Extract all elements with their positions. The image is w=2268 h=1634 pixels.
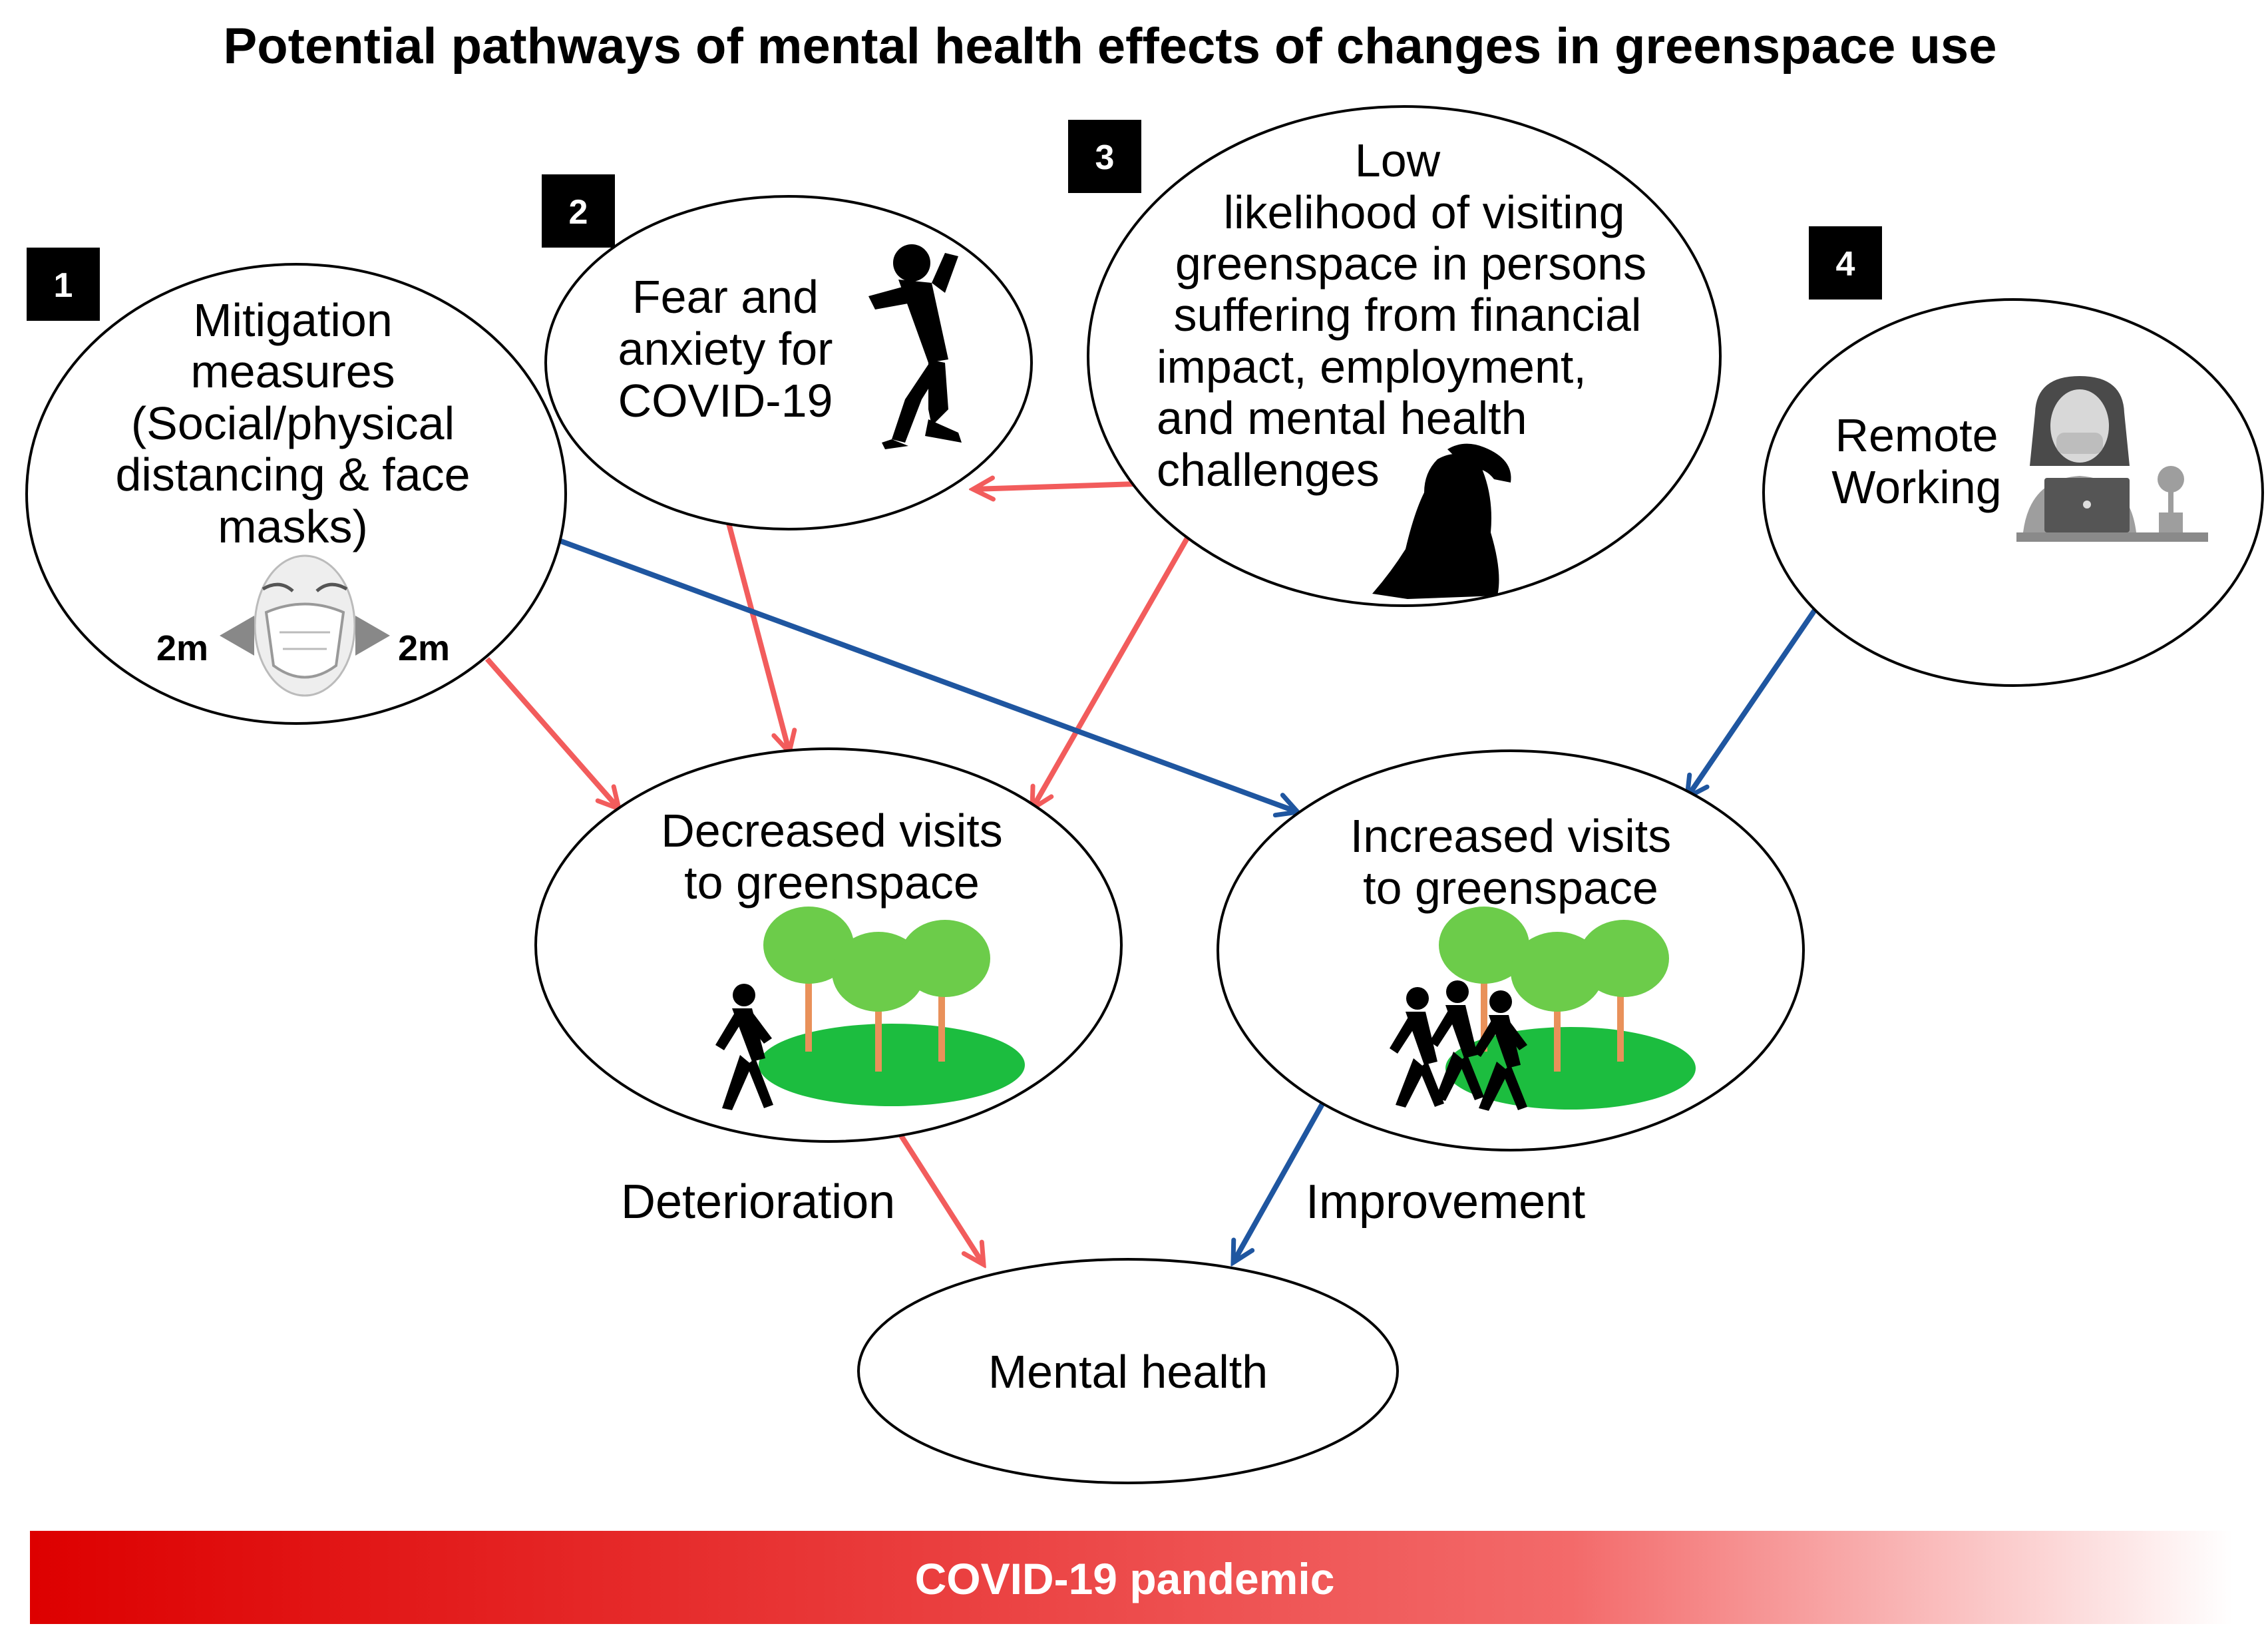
node-increased-line-1: Increased visits xyxy=(1350,810,1671,862)
badge-2 xyxy=(542,174,615,248)
arrow-mitigation-to-decreased xyxy=(484,657,619,809)
node-low-likelihood-line-3: greenspace in persons xyxy=(1175,238,1646,290)
arrow-increased-to-mental xyxy=(1233,1096,1329,1263)
node-remote-line-1: Remote xyxy=(1835,409,1998,461)
edges xyxy=(484,484,1834,1265)
pandemic-banner-bar xyxy=(30,1531,2233,1624)
node-low-likelihood-line-5: impact, employment, xyxy=(1157,341,1587,393)
node-low-likelihood-line-7: challenges xyxy=(1157,444,1380,496)
node-fear-line-1: Fear and xyxy=(632,271,819,323)
node-mitigation-line-4: distancing & face xyxy=(115,449,470,501)
node-mental-health-ellipse xyxy=(857,1258,1399,1484)
node-remote: 4 Remote Working xyxy=(1762,226,2264,687)
node-fear-line-3: COVID-19 xyxy=(618,375,833,427)
node-mental-health-label: Mental health xyxy=(988,1346,1268,1398)
node-remote-ellipse xyxy=(1762,298,2264,687)
node-increased-line-2: to greenspace xyxy=(1363,862,1658,914)
sitting-person-icon xyxy=(1372,443,1511,599)
arrow-mitigation-to-increased xyxy=(558,538,1298,812)
single-walker-park-icon xyxy=(715,907,1025,1110)
badge-4 xyxy=(1809,226,1882,300)
badge-1-number: 1 xyxy=(54,266,73,305)
face-mask-icon xyxy=(220,554,390,697)
distance-right-label: 2m xyxy=(398,628,450,668)
anxious-person-icon xyxy=(868,244,962,449)
pandemic-banner: COVID-19 pandemic xyxy=(30,1531,2233,1624)
arrow-fear-to-decreased xyxy=(724,514,789,752)
node-low-likelihood-line-1: Low xyxy=(1355,134,1441,186)
arrow-decreased-to-mental xyxy=(896,1129,984,1265)
node-mitigation-line-1: Mitigation xyxy=(193,294,393,346)
node-decreased-line-2: to greenspace xyxy=(684,857,980,909)
badge-3 xyxy=(1068,120,1141,193)
node-low-likelihood-ellipse xyxy=(1087,105,1722,607)
node-low-likelihood-line-2: likelihood of visiting xyxy=(1223,186,1624,238)
node-decreased-line-1: Decreased visits xyxy=(661,805,1003,857)
badge-4-number: 4 xyxy=(1836,245,1855,284)
badge-3-number: 3 xyxy=(1095,138,1115,177)
arrow-low-likelihood-to-fear xyxy=(973,484,1137,489)
node-fear: 2 Fear and anxiety for COVID-19 xyxy=(542,174,1033,530)
node-mitigation-line-2: measures xyxy=(190,345,395,397)
group-walkers-park-icon xyxy=(1390,907,1696,1111)
node-mitigation-line-3: (Social/physical xyxy=(131,397,455,449)
distance-left-label: 2m xyxy=(156,628,208,668)
badge-2-number: 2 xyxy=(569,193,588,232)
node-remote-line-2: Working xyxy=(1831,461,2001,513)
arrow-low-likelihood-to-decreased xyxy=(1032,534,1191,809)
arrow-remote-to-increased xyxy=(1687,584,1834,797)
node-mitigation-ellipse xyxy=(25,263,567,725)
node-mitigation-line-5: masks) xyxy=(218,501,368,552)
badge-1 xyxy=(27,248,100,321)
node-increased: Increased visits to greenspace xyxy=(1217,749,1805,1151)
node-low-likelihood: 3 Low likelihood of visiting greenspace … xyxy=(1068,105,1722,607)
edge-label-improvement: Improvement xyxy=(1306,1175,1585,1229)
node-fear-line-2: anxiety for xyxy=(618,323,833,375)
pandemic-banner-label: COVID-19 pandemic xyxy=(915,1554,1335,1603)
node-mental-health: Mental health xyxy=(857,1258,1399,1484)
node-decreased: Decreased visits to greenspace xyxy=(534,747,1123,1143)
node-low-likelihood-line-6: and mental health xyxy=(1157,392,1527,444)
node-low-likelihood-line-4: suffering from financial xyxy=(1174,289,1642,341)
laptop-worker-icon xyxy=(2016,376,2208,542)
node-mitigation: 1 Mitigation measures (Social/physical d… xyxy=(25,248,567,725)
diagram-title: Potential pathways of mental health effe… xyxy=(224,18,1997,75)
edge-label-deterioration: Deterioration xyxy=(621,1175,895,1229)
